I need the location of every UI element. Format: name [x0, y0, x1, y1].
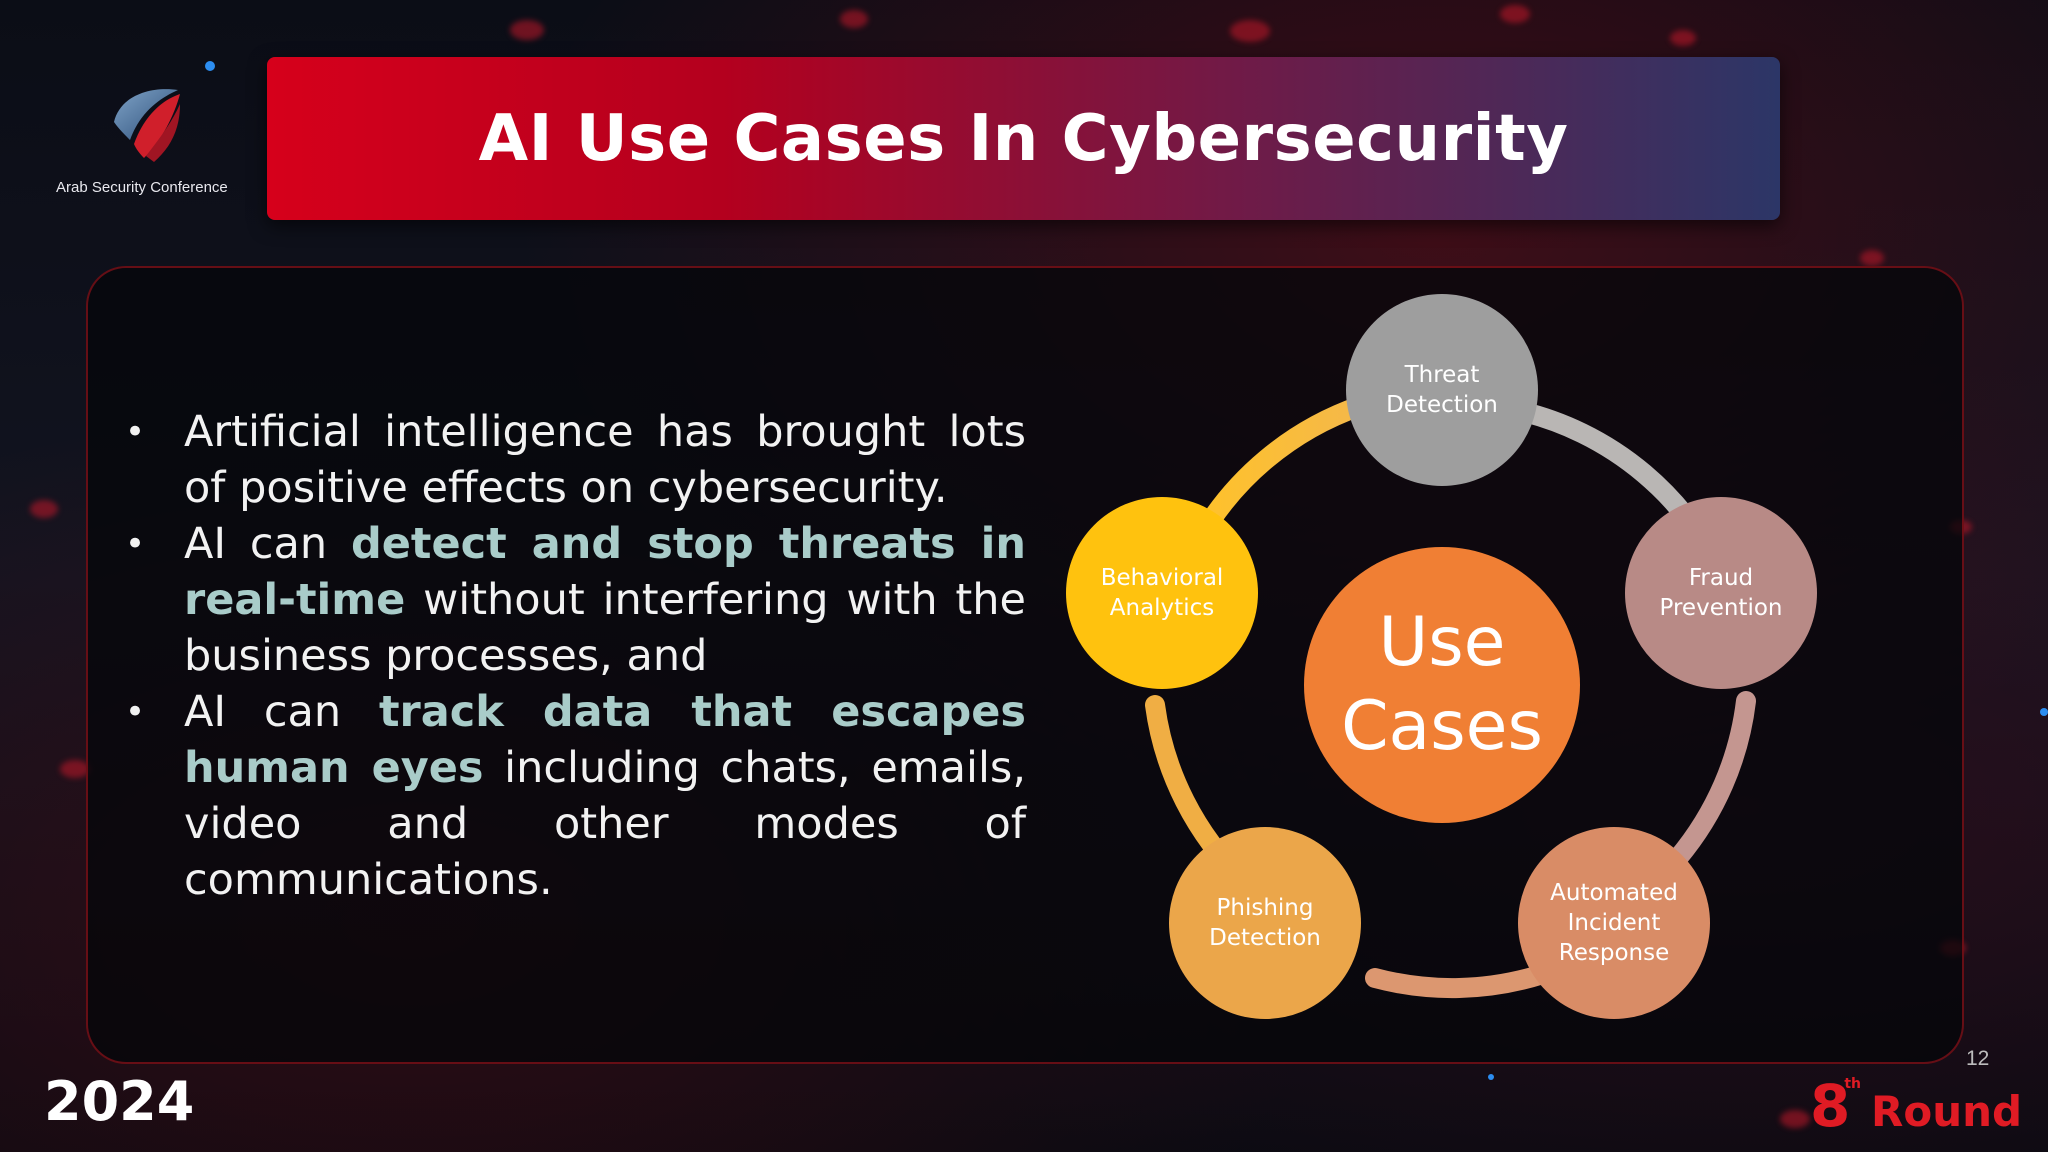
bullet-item: • AI can detect and stop threats in real… — [120, 516, 1026, 684]
node-phishing-detection — [1169, 827, 1361, 1019]
cycle-diagram-graphic — [1066, 294, 1817, 1019]
logo-text: Arab Security Conference — [56, 179, 228, 196]
node-automated-incident-response — [1518, 827, 1710, 1019]
round-suffix: th — [1844, 1076, 1862, 1092]
bullet-item: • AI can track data that escapes human e… — [120, 684, 1026, 908]
node-label-behavioral-analytics: Behavioral Analytics — [1100, 565, 1224, 621]
title-banner: AI Use Cases In Cybersecurity — [267, 57, 1780, 220]
page-number: 12 — [1966, 1047, 1990, 1070]
bullet-item: • Artificial intelligence has brought lo… — [120, 404, 1026, 516]
bullet-text: AI can detect and stop threats in real-t… — [184, 519, 1026, 681]
bullet-dot-icon: • — [125, 524, 146, 564]
conference-logo: Arab Security Conference — [44, 82, 244, 202]
node-label-fraud-prevention: Fraud Prevention — [1659, 565, 1783, 621]
center-label: Use Cases — [1341, 603, 1543, 766]
use-cases-diagram: Threat Detection Fraud Prevention Automa… — [1060, 288, 1840, 1028]
highlight-text: track data that escapes human eyes — [184, 687, 1026, 793]
bullet-dot-icon: • — [125, 692, 146, 732]
round-number: 8 — [1810, 1072, 1851, 1140]
event-year: 2024 — [44, 1070, 195, 1133]
bullet-dot-icon: • — [125, 412, 146, 452]
node-label-threat-detection: Threat Detection — [1386, 362, 1498, 418]
cycle-arc — [1668, 691, 1756, 868]
highlight-text: detect and stop threats in real-time — [184, 519, 1026, 625]
bullet-text: AI can track data that escapes human eye… — [184, 687, 1026, 905]
node-threat-detection — [1346, 294, 1538, 486]
round-word: Round — [1871, 1087, 2023, 1136]
slide-title: AI Use Cases In Cybersecurity — [478, 101, 1569, 176]
node-label-automated-incident-response: Automated Incident Response — [1550, 880, 1678, 966]
node-fraud-prevention — [1625, 497, 1817, 689]
bullet-list: • Artificial intelligence has brought lo… — [120, 404, 1026, 908]
bullet-text: Artificial intelligence has brought lots… — [184, 407, 1026, 513]
node-label-phishing-detection: Phishing Detection — [1209, 895, 1321, 951]
content-panel — [86, 266, 1964, 1064]
node-use-cases-center — [1304, 547, 1580, 823]
round-logo: 8thRound — [1810, 1072, 2022, 1140]
shield-swoosh-logo-icon — [114, 89, 180, 162]
node-behavioral-analytics — [1066, 497, 1258, 689]
cycle-arc — [1365, 964, 1553, 999]
